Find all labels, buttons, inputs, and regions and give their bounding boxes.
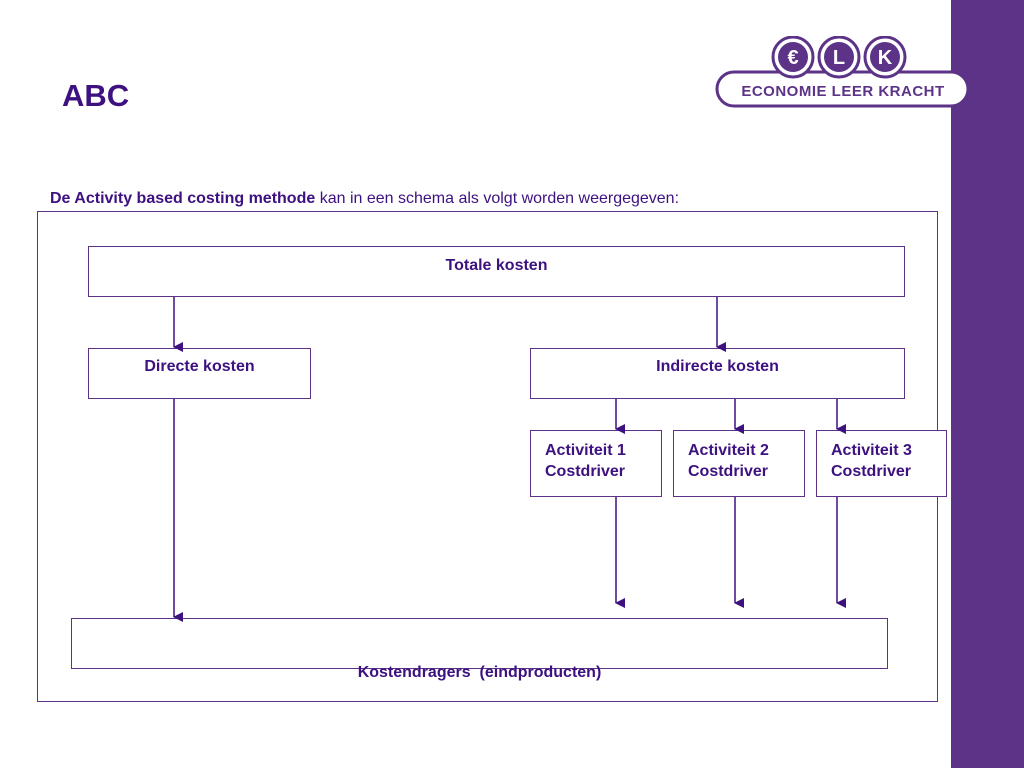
node-indirect-costs: Indirecte kosten — [530, 348, 905, 399]
logo-letter-k: K — [878, 47, 893, 69]
activity-3-line2: Costdriver — [831, 463, 912, 480]
node-total-costs: Totale kosten — [88, 246, 905, 297]
logo-text: ECONOMIE LEER KRACHT — [741, 83, 944, 100]
activity-2-line1: Activiteit 2 — [688, 442, 769, 459]
logo-letter-l: L — [833, 47, 845, 69]
activity-1-line1: Activiteit 1 — [545, 442, 626, 459]
intro-bold-2: methode — [244, 190, 316, 207]
node-direct-label: Directe kosten — [144, 358, 255, 375]
sidebar-band — [951, 0, 1024, 768]
node-activity-2: Activiteit 2 Costdriver — [673, 430, 805, 497]
intro-rest: kan in een schema als volgt worden weerg… — [315, 190, 680, 207]
slide-title: ABC — [62, 78, 130, 113]
activity-1-line2: Costdriver — [545, 463, 626, 480]
node-carriers-label: Kostendragers (eindproducten) — [357, 664, 602, 681]
node-cost-carriers: Kostendragers (eindproducten) — [71, 618, 888, 681]
intro-text: De Activity based costing methode kan in… — [50, 190, 679, 208]
logo-letter-euro: € — [787, 47, 798, 69]
node-total-label: Totale kosten — [445, 257, 548, 274]
intro-bold-1: De Activity based costing — [50, 190, 245, 207]
activity-3-line1: Activiteit 3 — [831, 442, 912, 459]
node-activity-3: Activiteit 3 Costdriver — [816, 430, 947, 497]
node-activity-1: Activiteit 1 Costdriver — [530, 430, 662, 497]
elk-logo: € L K ECONOMIE LEER KRACHT — [715, 36, 970, 108]
activity-2-line2: Costdriver — [688, 463, 769, 480]
node-direct-costs: Directe kosten — [88, 348, 311, 399]
node-indirect-label: Indirecte kosten — [656, 358, 779, 375]
